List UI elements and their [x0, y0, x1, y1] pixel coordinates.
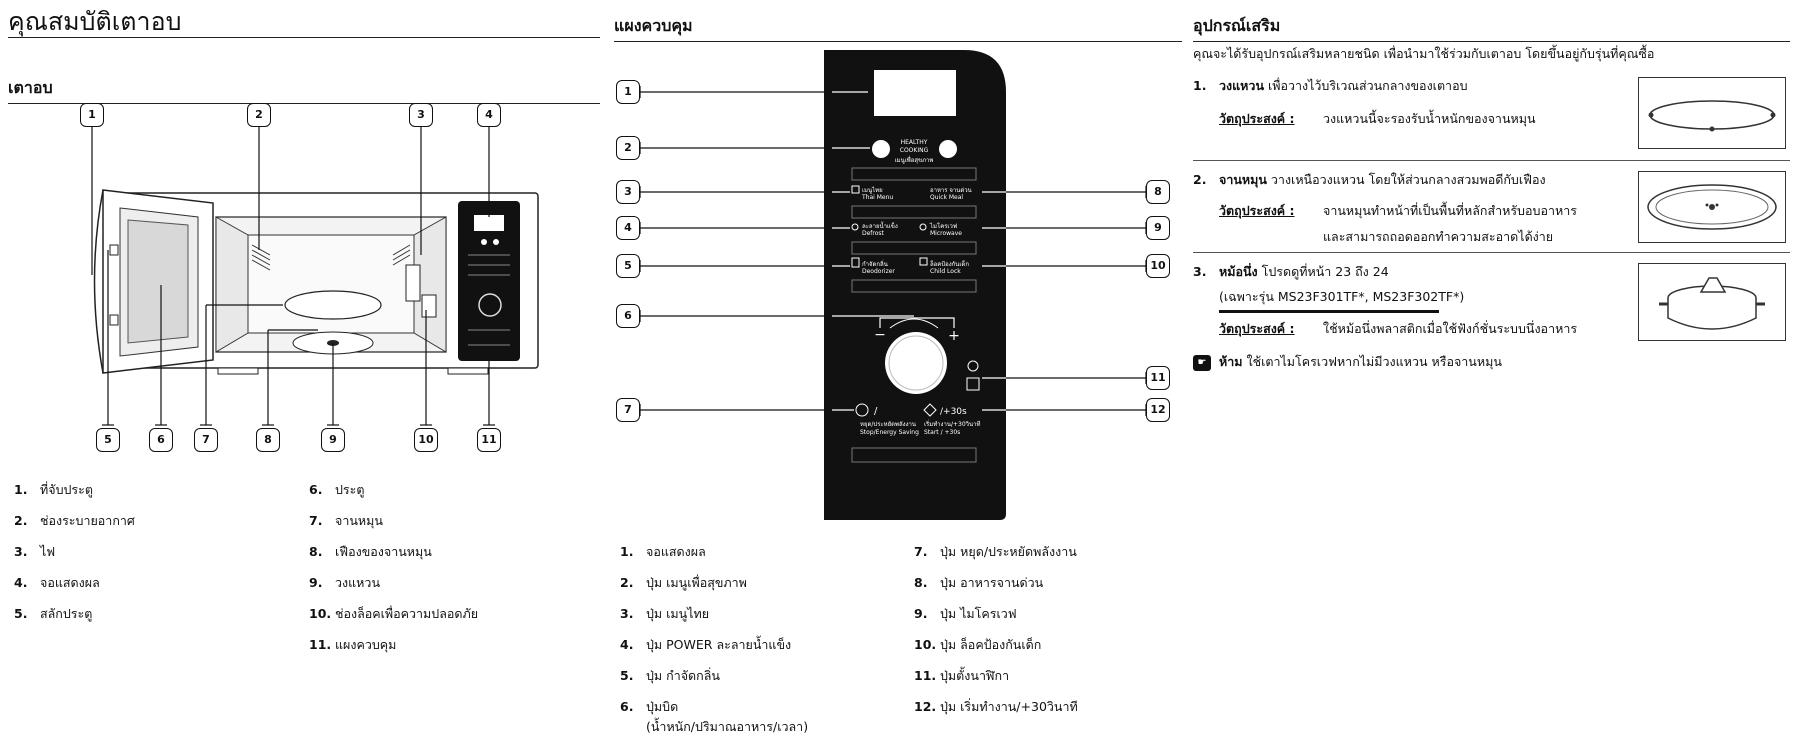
legend-item-10: 10.ช่องล็อคเพื่อความปลอดภัย [309, 606, 479, 621]
control-legend: 1.จอแสดงผล 2.ปุ่ม เมนูเพื่อสุขภาพ 3.ปุ่ม… [614, 538, 1182, 748]
control-legend-item-1: 1.จอแสดงผล [620, 544, 706, 559]
panel-deodor-th: กำจัดกลิ่น [862, 260, 888, 268]
callout-badge: 9 [1146, 216, 1170, 240]
panel-lock-th: ล็อคป้องกันเด็ก [930, 259, 970, 268]
control-legend-item-7: 7.ปุ่ม หยุด/ประหยัดพลังงาน [914, 544, 1077, 559]
control-column: แผงควบคุม HEALTHY COOKING เมนูเพื่อสุขภา… [614, 0, 1182, 756]
accessory-item-steamer: 3.หม้อนึ่ง โปรดดูที่หน้า 23 ถึง 24 (เฉพา… [1193, 264, 1578, 336]
steamer-image [1638, 263, 1786, 341]
svg-text:/: / [874, 406, 878, 417]
control-legend-item-3: 3.ปุ่ม เมนูไทย [620, 606, 710, 621]
callout-badge: 5 [96, 428, 120, 452]
panel-start-sym: /+30s [940, 407, 967, 417]
panel-micro-en: Microwave [930, 230, 962, 237]
callout-badge: 6 [149, 428, 173, 452]
panel-stop-th: หยุด/ประหยัดพลังงาน [860, 421, 916, 428]
callout-badge: 3 [616, 180, 640, 204]
panel-quick-th: อาหาร จานด่วน [930, 187, 972, 194]
callout-badge: 4 [477, 103, 501, 127]
legend-item-2: 2.ช่องระบายอากาศ [14, 513, 135, 528]
page-title: คุณสมบัติเตาอบ [8, 8, 600, 38]
callout-badge: 4 [616, 216, 640, 240]
control-legend-item-10: 10.ปุ่ม ล็อคป้องกันเด็ก [914, 637, 1042, 652]
panel-thai-en: Thai Menu [861, 194, 893, 201]
panel-cooking: COOKING [900, 147, 929, 154]
panel-healthy: HEALTHY [901, 139, 928, 146]
panel-start-th: เริ่มทำงาน/+30วินาที [924, 420, 980, 428]
oven-column: คุณสมบัติเตาอบ เตาอบ [8, 0, 600, 756]
oven-legend: 1.ที่จับประตู 2.ช่องระบายอากาศ 3.ไฟ 4.จอ… [8, 470, 600, 652]
callout-badge: 1 [616, 80, 640, 104]
callout-badge: 10 [414, 428, 438, 452]
panel-defrost-en: Defrost [862, 230, 885, 237]
legend-item-1: 1.ที่จับประตู [14, 482, 93, 497]
control-legend-item-6: 6.ปุ่มบิด(น้ำหนัก/ปริมาณอาหาร/เวลา) [620, 699, 809, 734]
callout-badge: 6 [616, 304, 640, 328]
callout-badge: 11 [1146, 366, 1170, 390]
accessory-item-ring: 1.วงแหวน เพื่อวางไว้บริเวณส่วนกลางของเตา… [1193, 78, 1536, 126]
callout-badge: 2 [247, 103, 271, 127]
panel-thai-th: เมนูไทย [862, 186, 883, 194]
control-legend-item-8: 8.ปุ่ม อาหารจานด่วน [914, 575, 1044, 590]
callout-badge: 5 [616, 254, 640, 278]
panel-defrost-th: ละลายน้ำแข็ง [862, 220, 898, 230]
panel-quick-en: Quick Meal [930, 194, 963, 201]
control-panel-diagram: HEALTHY COOKING เมนูเพื่อสุขภาพ เมนูไทย … [639, 50, 1147, 520]
callout-badge: 2 [616, 136, 640, 160]
control-section-title: แผงควบคุม [614, 14, 1182, 42]
callout-badge: 3 [409, 103, 433, 127]
panel-stop-en: Stop/Energy Saving [860, 429, 919, 436]
callout-badge: 11 [477, 428, 501, 452]
warning-note: ☛ห้าม ใช้เตาไมโครเวฟหากไม่มีวงแหวน หรือจ… [1193, 352, 1502, 372]
panel-deodor-en: Deodorizer [862, 268, 895, 275]
control-legend-item-2: 2.ปุ่ม เมนูเพื่อสุขภาพ [620, 575, 747, 590]
legend-item-3: 3.ไฟ [14, 544, 56, 559]
control-legend-item-11: 11.ปุ่มตั้งนาฬิกา [914, 668, 1010, 683]
control-legend-item-9: 9.ปุ่ม ไมโครเวฟ [914, 606, 1017, 621]
separator [1193, 252, 1790, 253]
hand-pointer-icon: ☛ [1193, 354, 1211, 371]
legend-item-11: 11.แผงควบคุม [309, 637, 397, 652]
legend-item-9: 9.วงแหวน [309, 575, 380, 590]
ring-image [1638, 77, 1786, 149]
accessories-intro: คุณจะได้รับอุปกรณ์เสริมหลายชนิด เพื่อนำม… [1193, 46, 1655, 61]
panel-start-en: Start / +30s [924, 429, 960, 436]
legend-item-5: 5.สลักประตู [14, 606, 93, 621]
control-legend-item-4: 4.ปุ่ม POWER ละลายน้ำแข็ง [620, 637, 792, 652]
turntable-image [1638, 171, 1786, 243]
accessories-section-title: อุปกรณ์เสริม [1193, 14, 1790, 42]
separator [1193, 160, 1790, 161]
callout-badge: 7 [194, 428, 218, 452]
accessories-column: อุปกรณ์เสริม คุณจะได้รับอุปกรณ์เสริมหลาย… [1193, 0, 1790, 756]
legend-item-7: 7.จานหมุน [309, 513, 383, 528]
panel-healthy-th: เมนูเพื่อสุขภาพ [895, 156, 934, 164]
oven-diagram [86, 124, 539, 426]
callout-badge: 9 [321, 428, 345, 452]
control-legend-item-5: 5.ปุ่ม กำจัดกลิ่น [620, 668, 720, 683]
accessory-item-turntable: 2.จานหมุน วางเหนือวงแหวน โดยให้ส่วนกลางส… [1193, 172, 1577, 244]
callout-badge: 8 [1146, 180, 1170, 204]
callout-badge: 8 [256, 428, 280, 452]
panel-lock-en: Child Lock [930, 268, 961, 275]
legend-item-4: 4.จอแสดงผล [14, 575, 100, 590]
callout-badge: 10 [1146, 254, 1170, 278]
panel-plus: + [948, 328, 960, 344]
callout-badge: 7 [616, 398, 640, 422]
callout-badge: 12 [1146, 398, 1170, 422]
panel-micro-th: ไมโครเวฟ [929, 222, 957, 230]
legend-item-6: 6.ประตู [309, 482, 365, 497]
control-legend-item-12: 12.ปุ่ม เริ่มทำงาน/+30วินาที [914, 699, 1078, 714]
oven-section-title: เตาอบ [8, 76, 600, 104]
panel-minus: − [874, 327, 886, 343]
callout-badge: 1 [80, 103, 104, 127]
legend-item-8: 8.เฟืองของจานหมุน [309, 544, 432, 559]
